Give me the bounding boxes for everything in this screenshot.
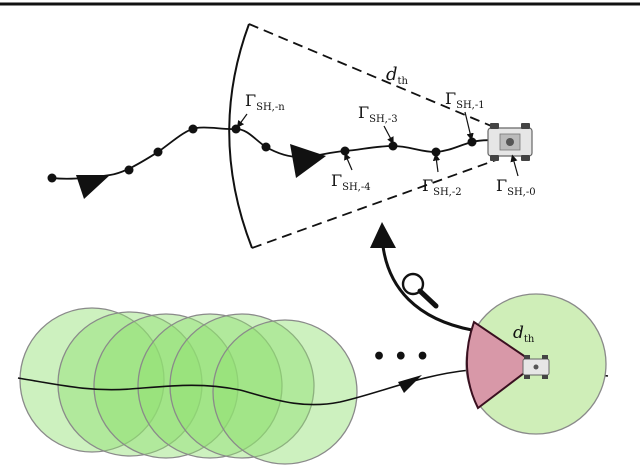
waypoint-4 [340, 146, 350, 156]
pointer-arrow-2 [432, 153, 441, 173]
label-gamma-n: ΓSH,-n [245, 91, 285, 113]
waypoint [261, 142, 271, 152]
magnifier-icon [401, 272, 439, 309]
waypoint [188, 124, 198, 134]
waypoint-3 [388, 141, 398, 151]
direction-arrow-mid [290, 144, 326, 178]
pointer-arrow-3 [383, 125, 394, 145]
bottom-direction-arrow [398, 375, 422, 393]
sensing-range-arc [228, 23, 253, 249]
waypoint-1 [467, 137, 477, 147]
label-dth-bottom: dth [513, 323, 535, 345]
robot-vehicle-icon [522, 355, 550, 379]
pointer-arrow-4 [344, 152, 353, 171]
label-gamma-2: ΓSH,-2 [422, 176, 462, 198]
waypoint [153, 147, 163, 157]
direction-arrow-left [76, 175, 110, 199]
label-gamma-4: ΓSH,-4 [331, 171, 371, 193]
label-gamma-1: ΓSH,-1 [445, 89, 485, 111]
waypoint-n [231, 124, 241, 134]
coverage-circle [212, 319, 358, 465]
zoom-connector-arrowhead [370, 222, 396, 248]
label-dth-top: dth [386, 64, 409, 87]
pointer-arrow-0 [510, 154, 519, 177]
zoom-connector-curve [380, 235, 473, 332]
coverage-circles [19, 307, 358, 465]
label-gamma-0: ΓSH,-0 [496, 176, 536, 198]
waypoint-2 [431, 147, 441, 157]
pointer-arrow-1 [464, 111, 474, 141]
robot-vehicle-icon [487, 123, 533, 161]
range-boundary-lower [251, 159, 497, 249]
coverage-circle [19, 307, 165, 453]
waypoint [47, 173, 57, 183]
ellipsis-dots: • • • [372, 344, 430, 370]
sensing-sector [465, 320, 538, 410]
waypoint [124, 165, 134, 175]
label-gamma-3: ΓSH,-3 [358, 103, 398, 125]
pointer-arrow-n [236, 113, 248, 128]
range-boundary-upper [248, 23, 497, 129]
